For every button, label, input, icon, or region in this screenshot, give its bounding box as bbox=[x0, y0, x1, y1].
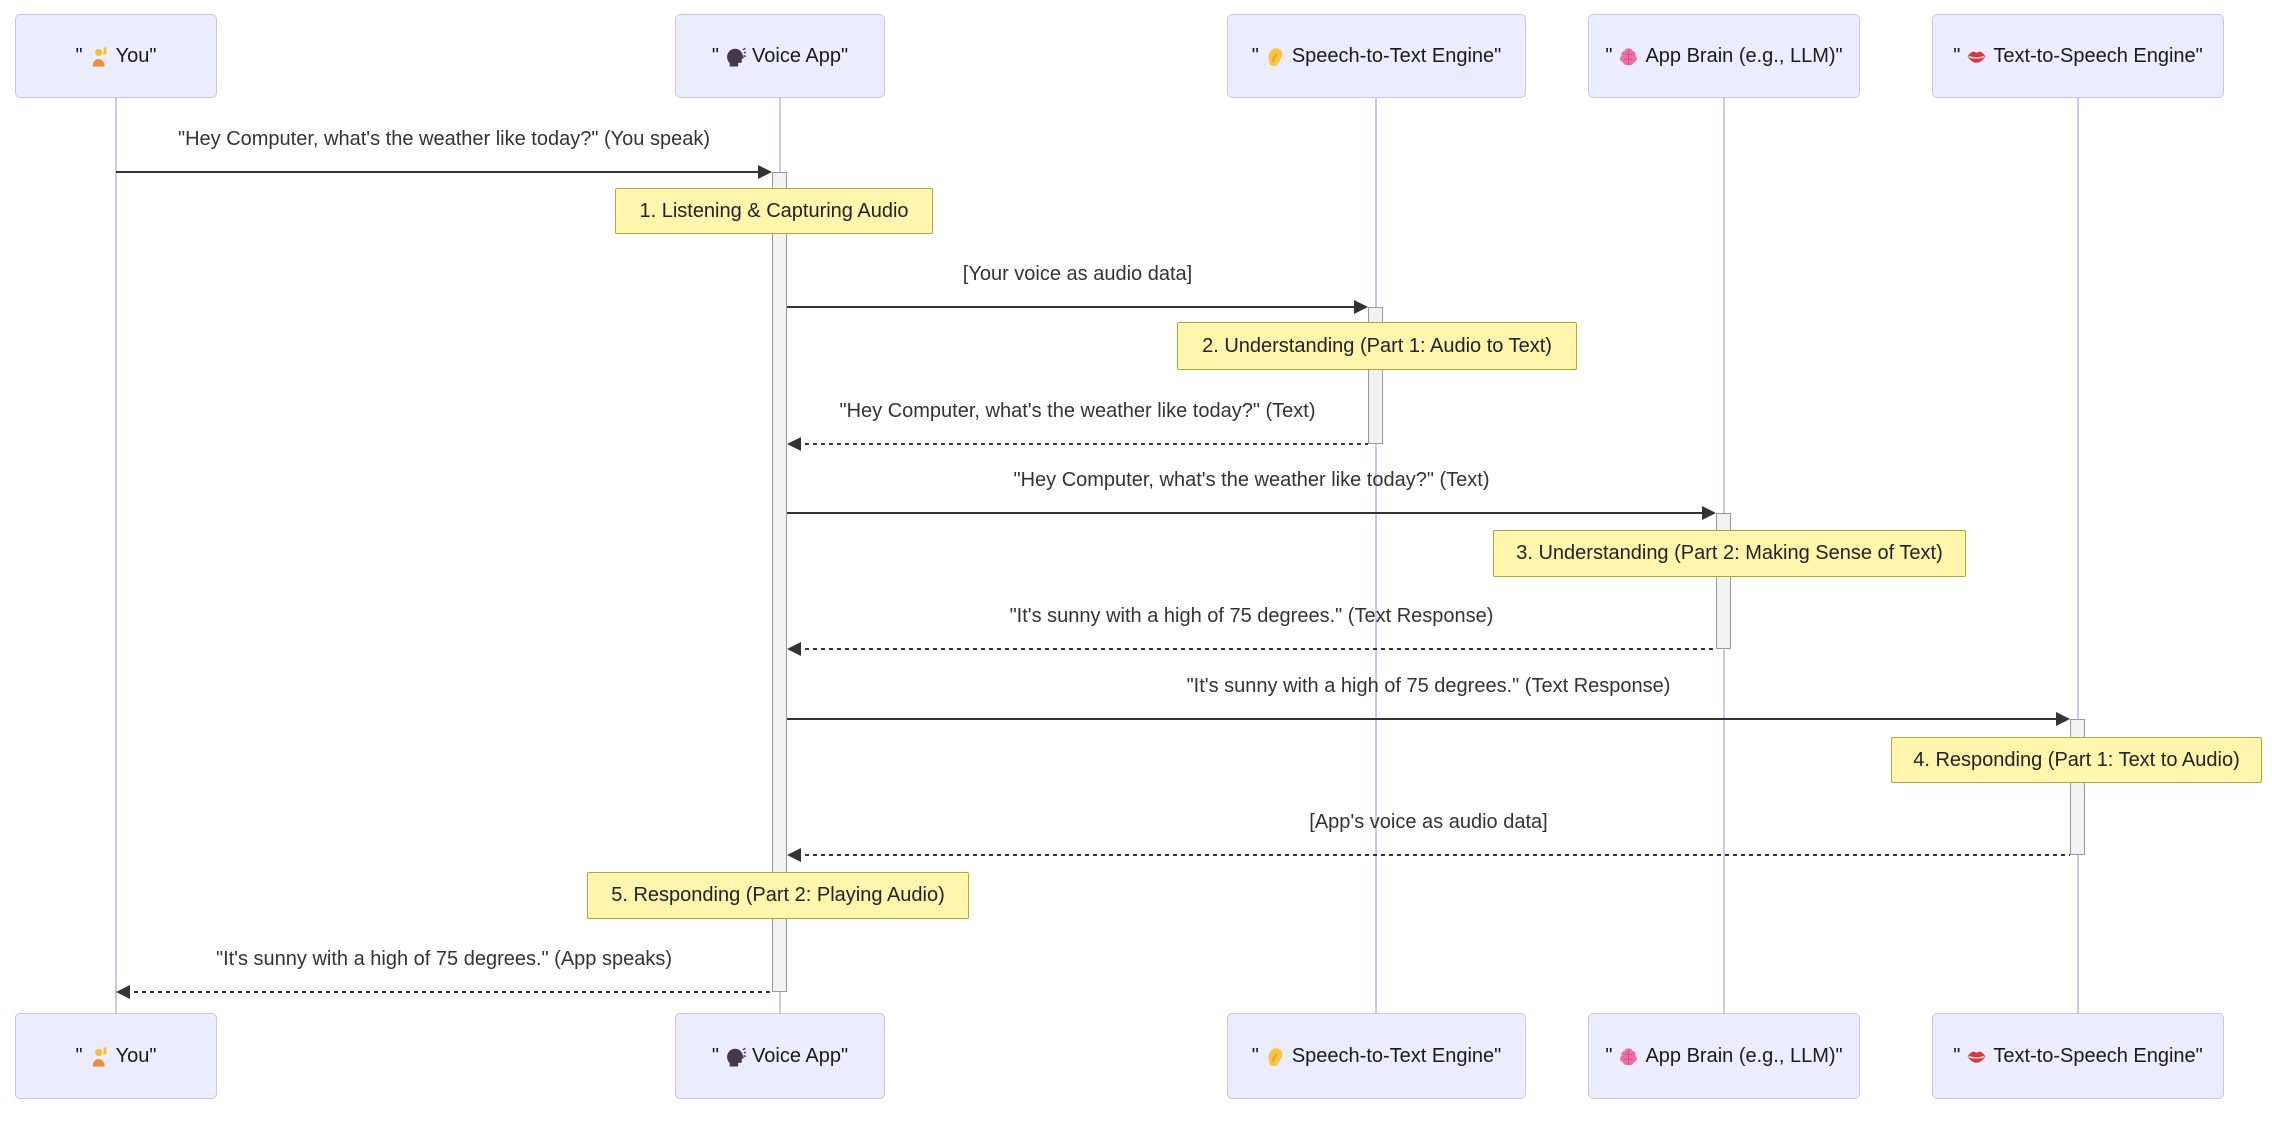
arrowhead-icon bbox=[116, 985, 130, 999]
actor-box-app-brain-bottom: " App Brain (e.g., LLM)" bbox=[1588, 1013, 1860, 1099]
quote: " bbox=[1494, 1044, 1502, 1067]
actor-label: Speech-to-Text Engine bbox=[1291, 44, 1495, 67]
lifeline-speech-to-text bbox=[1375, 98, 1377, 1013]
quote: " bbox=[75, 44, 83, 67]
note-responding-part2: 5. Responding (Part 2: Playing Audio) bbox=[587, 872, 969, 919]
actor-box-app-brain-top: " App Brain (e.g., LLM)" bbox=[1588, 14, 1860, 98]
lips-icon bbox=[1966, 1046, 1987, 1067]
message-stt-to-voice-app: "Hey Computer, what's the weather like t… bbox=[787, 391, 1368, 451]
arrow-line-dashed bbox=[797, 854, 2070, 856]
quote: " bbox=[840, 1044, 849, 1067]
arrow-line bbox=[787, 306, 1358, 308]
quote: " bbox=[1605, 1044, 1613, 1067]
actor-label: Text-to-Speech Engine bbox=[1993, 1044, 2196, 1067]
ear-icon bbox=[1265, 1046, 1286, 1067]
note-responding-part1: 4. Responding (Part 1: Text to Audio) bbox=[1891, 737, 2262, 783]
lifeline-you bbox=[115, 98, 117, 1013]
actor-label: You bbox=[115, 1044, 150, 1067]
quote: " bbox=[1953, 44, 1961, 67]
brain-icon bbox=[1618, 46, 1639, 67]
message-you-to-voice-app: "Hey Computer, what's the weather like t… bbox=[116, 119, 772, 179]
message-voice-app-to-brain: "Hey Computer, what's the weather like t… bbox=[787, 460, 1716, 520]
actor-label: Text-to-Speech Engine bbox=[1993, 44, 2196, 67]
arrow-line-dashed bbox=[797, 443, 1368, 445]
speaking-head-icon bbox=[725, 46, 747, 67]
speaking-head-icon bbox=[725, 1046, 747, 1067]
actor-box-speech-to-text-top: " Speech-to-Text Engine" bbox=[1227, 14, 1526, 98]
actor-label: Speech-to-Text Engine bbox=[1291, 1044, 1495, 1067]
arrowhead-icon bbox=[787, 437, 801, 451]
actor-label: You bbox=[115, 44, 150, 67]
message-brain-to-voice-app: "It's sunny with a high of 75 degrees." … bbox=[787, 596, 1716, 656]
quote: " bbox=[149, 1044, 157, 1067]
quote: " bbox=[840, 44, 849, 67]
arrowhead-icon bbox=[787, 848, 801, 862]
arrowhead-icon bbox=[1354, 300, 1368, 314]
quote: " bbox=[1835, 1044, 1843, 1067]
quote: " bbox=[2195, 44, 2203, 67]
message-label: "Hey Computer, what's the weather like t… bbox=[177, 128, 710, 150]
arrowhead-icon bbox=[758, 165, 772, 179]
message-voice-app-to-tts: "It's sunny with a high of 75 degrees." … bbox=[787, 666, 2070, 726]
actor-box-voice-app-top: " Voice App" bbox=[675, 14, 885, 98]
message-voice-app-to-you: "It's sunny with a high of 75 degrees." … bbox=[116, 939, 772, 999]
note-label: 5. Responding (Part 2: Playing Audio) bbox=[611, 884, 945, 906]
lifeline-text-to-speech bbox=[2077, 98, 2079, 1013]
message-label: "Hey Computer, what's the weather like t… bbox=[1013, 469, 1490, 491]
message-label: "It's sunny with a high of 75 degrees." … bbox=[1009, 605, 1494, 627]
person-raising-hand-icon bbox=[89, 46, 110, 67]
actor-box-you-bottom: " You" bbox=[15, 1013, 217, 1099]
brain-icon bbox=[1618, 1046, 1639, 1067]
actor-label: Voice App bbox=[752, 44, 841, 67]
quote: " bbox=[711, 44, 720, 67]
quote: " bbox=[1251, 44, 1259, 67]
person-raising-hand-icon bbox=[89, 1046, 110, 1067]
quote: " bbox=[1494, 44, 1502, 67]
message-label: "It's sunny with a high of 75 degrees." … bbox=[215, 948, 673, 970]
message-label: "It's sunny with a high of 75 degrees." … bbox=[1186, 675, 1671, 697]
quote: " bbox=[1953, 1044, 1961, 1067]
quote: " bbox=[2195, 1044, 2203, 1067]
arrow-line-dashed bbox=[797, 648, 1716, 650]
actor-box-speech-to-text-bottom: " Speech-to-Text Engine" bbox=[1227, 1013, 1526, 1099]
arrowhead-icon bbox=[2056, 712, 2070, 726]
quote: " bbox=[149, 44, 157, 67]
activation-voice-app bbox=[772, 172, 787, 992]
note-understanding-part1: 2. Understanding (Part 1: Audio to Text) bbox=[1177, 322, 1577, 370]
actor-label: App Brain (e.g., LLM) bbox=[1645, 1044, 1836, 1067]
actor-label: App Brain (e.g., LLM) bbox=[1645, 44, 1836, 67]
quote: " bbox=[711, 1044, 720, 1067]
arrow-line bbox=[116, 171, 762, 173]
arrowhead-icon bbox=[787, 642, 801, 656]
actor-label: Voice App bbox=[752, 1044, 841, 1067]
note-label: 4. Responding (Part 1: Text to Audio) bbox=[1913, 748, 2240, 771]
actor-box-text-to-speech-top: " Text-to-Speech Engine" bbox=[1932, 14, 2224, 98]
actor-box-text-to-speech-bottom: " Text-to-Speech Engine" bbox=[1932, 1013, 2224, 1099]
arrow-line bbox=[787, 512, 1706, 514]
note-label: 3. Understanding (Part 2: Making Sense o… bbox=[1516, 542, 1943, 564]
message-label: "Hey Computer, what's the weather like t… bbox=[839, 400, 1316, 422]
message-label: [App's voice as audio data] bbox=[1309, 811, 1548, 833]
quote: " bbox=[1605, 44, 1613, 67]
note-listening: 1. Listening & Capturing Audio bbox=[615, 188, 933, 234]
note-label: 2. Understanding (Part 1: Audio to Text) bbox=[1202, 334, 1552, 357]
lips-icon bbox=[1966, 46, 1987, 67]
actor-box-voice-app-bottom: " Voice App" bbox=[675, 1013, 885, 1099]
quote: " bbox=[1251, 1044, 1259, 1067]
message-label: [Your voice as audio data] bbox=[962, 263, 1193, 285]
note-label: 1. Listening & Capturing Audio bbox=[639, 199, 909, 222]
quote: " bbox=[75, 1044, 83, 1067]
message-tts-to-voice-app: [App's voice as audio data] bbox=[787, 802, 2070, 862]
arrow-line-dashed bbox=[126, 991, 772, 993]
actor-box-you-top: " You" bbox=[15, 14, 217, 98]
note-understanding-part2: 3. Understanding (Part 2: Making Sense o… bbox=[1493, 530, 1966, 577]
arrowhead-icon bbox=[1702, 506, 1716, 520]
quote: " bbox=[1835, 44, 1843, 67]
ear-icon bbox=[1265, 46, 1286, 67]
message-voice-app-to-stt: [Your voice as audio data] bbox=[787, 254, 1368, 314]
arrow-line bbox=[787, 718, 2060, 720]
